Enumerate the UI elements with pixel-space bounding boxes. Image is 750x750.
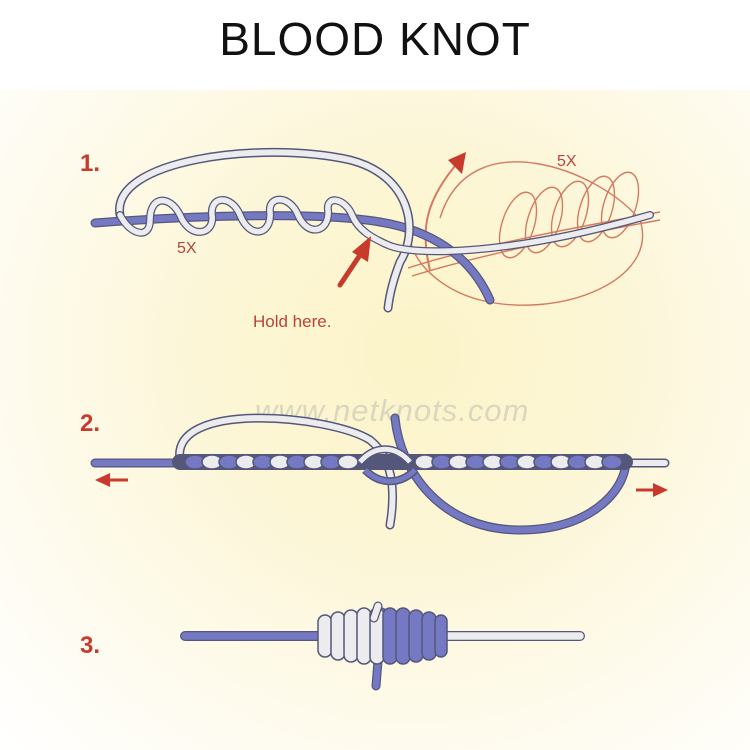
step-2-right-pull-arrow (636, 483, 668, 497)
step-2-number: 2. (80, 410, 101, 437)
hold-here-label: Hold here. (253, 312, 332, 331)
step-2-twist (172, 445, 633, 486)
step-1-right-wrap-count: 5X (557, 153, 577, 170)
step-2-white-line (175, 413, 670, 530)
hold-here-arrow (337, 236, 371, 288)
step-1-number: 1. (80, 150, 101, 177)
diagram-title: BLOOD KNOT (219, 13, 531, 65)
step-1-left-wrap-count: 5X (177, 240, 197, 257)
step-1-direction-arrow (424, 159, 461, 271)
step-2-left-pull-arrow (95, 473, 128, 487)
step-1-arrow-head (448, 152, 466, 174)
step-3-number: 3. (80, 632, 101, 659)
step-3-finished-wraps (317, 607, 448, 665)
step-1-white-line (115, 147, 654, 313)
